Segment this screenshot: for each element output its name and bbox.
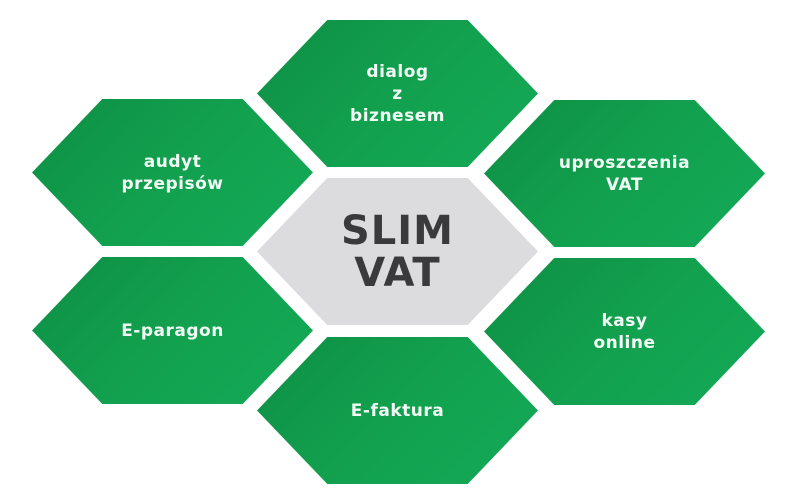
hex-uproszczenia-vat: uproszczenia VAT [484, 100, 765, 247]
hex-e-faktura: E-faktura [257, 337, 538, 484]
hex-label: dialog z biznesem [350, 61, 445, 126]
center-hex: SLIM VAT [257, 178, 538, 325]
hex-kasy-online: kasy online [484, 258, 765, 405]
hex-audyt-przepisow: audyt przepisów [32, 99, 313, 246]
hex-e-paragon: E-paragon [32, 257, 313, 404]
hex-label: audyt przepisów [121, 151, 224, 194]
hex-label: kasy online [593, 310, 656, 353]
center-label: SLIM VAT [341, 207, 454, 296]
hex-label: E-faktura [350, 400, 445, 421]
hex-label: E-paragon [121, 320, 224, 341]
hex-label: uproszczenia VAT [558, 152, 691, 195]
hex-dialog-z-biznesem: dialog z biznesem [257, 20, 538, 167]
